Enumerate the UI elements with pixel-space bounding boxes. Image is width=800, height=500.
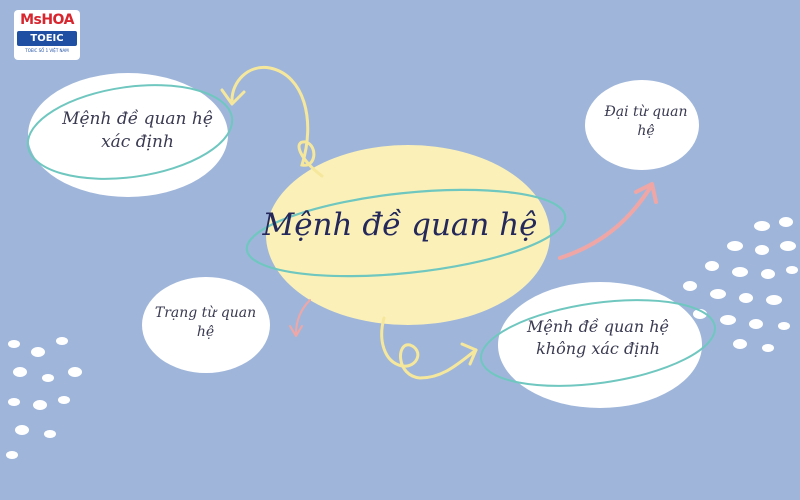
arrow-to-top-left <box>230 65 324 178</box>
center-node-outline <box>245 188 567 278</box>
node-top-left-label: Mệnh đề quan hệ xác định <box>62 109 213 152</box>
arrow-head-bottom-left <box>289 325 303 337</box>
arrow-to-bottom-right <box>380 316 478 380</box>
node-bottom-right-outline <box>480 299 716 387</box>
node-top-left-outline <box>26 84 234 180</box>
center-node-label: Mệnh đề quan hệ <box>262 207 538 243</box>
brand-product: TOEIC <box>17 31 77 46</box>
arrow-head-top-right <box>634 182 658 204</box>
node-bottom-left-shape <box>142 277 270 373</box>
node-top-right-shape <box>585 80 699 170</box>
brand-logo: MsHOA TOEIC TOEIC SỐ 1 VIỆT NAM <box>14 10 80 60</box>
node-bottom-right-label: Mệnh đề quan hệ không xác định <box>527 317 669 358</box>
arrow-head-bottom-right <box>460 342 478 366</box>
brand-name: MsHOA <box>20 12 74 28</box>
decorative-dots-left <box>6 337 82 459</box>
decorative-dots-right <box>683 217 798 352</box>
node-bottom-left-label: Trạng từ quan hệ <box>154 305 257 340</box>
arrow-to-bottom-left <box>295 299 311 335</box>
node-bottom-right-shape <box>498 282 702 408</box>
brand-tagline: TOEIC SỐ 1 VIỆT NAM <box>25 48 69 53</box>
arrow-to-top-right <box>558 186 652 260</box>
node-top-right-label: Đại từ quan hệ <box>604 104 688 139</box>
arrow-head-top-left <box>220 88 246 106</box>
